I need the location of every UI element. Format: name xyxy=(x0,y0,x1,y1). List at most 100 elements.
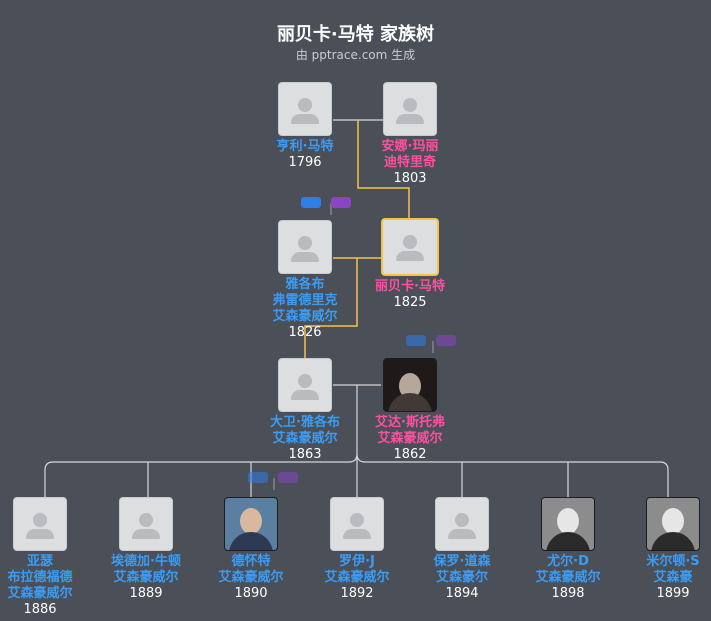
marriage-tag-g4-blue[interactable] xyxy=(248,472,268,483)
person-name-line: 艾森豪威尔 xyxy=(377,431,443,446)
person-name-line: 保罗·道森 xyxy=(433,554,491,569)
person-silhouette-icon xyxy=(291,390,319,400)
marriage-tag-g3-blue[interactable] xyxy=(406,335,426,346)
person-name-line: 亨利·马特 xyxy=(276,139,334,154)
person-name-line: 迪特里奇 xyxy=(383,155,436,170)
person-name-line: 德怀特 xyxy=(231,554,271,569)
person-silhouette-icon xyxy=(396,251,424,261)
portrait-photo xyxy=(388,393,432,411)
avatar[interactable] xyxy=(541,497,595,551)
birth-year: 1892 xyxy=(340,586,374,601)
person-name: 德怀特艾森豪威尔 xyxy=(196,554,306,586)
person-name-line: 尤尔·D xyxy=(547,554,589,569)
person-name: 亨利·马特 xyxy=(250,139,360,155)
portrait-photo xyxy=(557,508,579,534)
birth-year: 1862 xyxy=(393,447,427,462)
page-subtitle: 由 pptrace.com 生成 xyxy=(295,48,416,62)
person-silhouette-icon xyxy=(298,98,312,112)
birth-year: 1803 xyxy=(393,171,427,186)
person-name-line: 艾森豪威尔 xyxy=(535,570,601,585)
person-name-line: 艾森豪威尔 xyxy=(113,570,179,585)
portrait-photo xyxy=(399,373,421,399)
person-name-line: 雅各布 xyxy=(285,277,325,292)
person-silhouette-icon xyxy=(350,513,364,527)
person-silhouette-icon xyxy=(132,529,160,539)
person-name-line: 布拉德福德 xyxy=(7,570,73,585)
person-silhouette-icon xyxy=(139,513,153,527)
marriage-tag-g3-purple[interactable] xyxy=(436,335,456,346)
portrait-photo xyxy=(240,508,262,534)
person-name: 艾达·斯托弗艾森豪威尔 xyxy=(355,415,465,447)
birth-year: 1890 xyxy=(234,586,268,601)
person-silhouette-icon xyxy=(298,374,312,388)
person-silhouette-icon xyxy=(343,529,371,539)
marriage-tag-g4-purple[interactable] xyxy=(278,472,298,483)
person-silhouette-icon xyxy=(455,513,469,527)
avatar[interactable] xyxy=(278,358,332,412)
person-name: 雅各布弗雷德里克艾森豪威尔 xyxy=(250,277,360,325)
person-silhouette-icon xyxy=(26,529,54,539)
person-name-line: 艾森豪威尔 xyxy=(218,570,284,585)
person-name-line: 大卫·雅各布 xyxy=(270,415,340,430)
person-silhouette-icon xyxy=(33,513,47,527)
person-name-line: 罗伊·J xyxy=(339,554,375,569)
avatar[interactable] xyxy=(278,82,332,136)
person-name-line: 弗雷德里克 xyxy=(272,293,338,308)
person-name-line: 丽贝卡·马特 xyxy=(375,279,445,294)
person-name: 丽贝卡·马特 xyxy=(355,279,465,295)
portrait-photo xyxy=(546,532,590,550)
person-name: 保罗·道森艾森豪尔 xyxy=(407,554,517,586)
avatar[interactable] xyxy=(330,497,384,551)
portrait-photo xyxy=(662,508,684,534)
avatar[interactable] xyxy=(383,82,437,136)
avatar[interactable] xyxy=(224,497,278,551)
avatar[interactable] xyxy=(13,497,67,551)
avatar[interactable] xyxy=(646,497,700,551)
descent-line-g1 xyxy=(357,120,410,219)
birth-year: 1898 xyxy=(551,586,585,601)
birth-year: 1796 xyxy=(288,155,322,170)
person-name-line: 艾森豪 xyxy=(653,570,693,585)
avatar[interactable] xyxy=(381,218,439,276)
marriage-tag-g2-purple[interactable] xyxy=(331,197,351,208)
person-name-line: 米尔顿·S xyxy=(646,554,700,569)
person-silhouette-icon xyxy=(298,236,312,250)
person-name-line: 亚瑟 xyxy=(26,554,53,569)
person-name: 安娜·玛丽迪特里奇 xyxy=(355,139,465,171)
portrait-photo xyxy=(651,532,695,550)
birth-year: 1826 xyxy=(288,325,322,340)
avatar[interactable] xyxy=(278,220,332,274)
person-name-line: 埃德加·牛顿 xyxy=(111,554,181,569)
person-name-line: 艾森豪威尔 xyxy=(272,309,338,324)
person-name: 埃德加·牛顿艾森豪威尔 xyxy=(91,554,201,586)
avatar[interactable] xyxy=(383,358,437,412)
person-silhouette-icon xyxy=(448,529,476,539)
birth-year: 1889 xyxy=(129,586,163,601)
avatar[interactable] xyxy=(435,497,489,551)
avatar[interactable] xyxy=(119,497,173,551)
person-name-line: 艾森豪威尔 xyxy=(324,570,390,585)
person-name-line: 艾森豪威尔 xyxy=(7,586,73,601)
portrait-photo xyxy=(229,532,273,550)
birth-year: 1863 xyxy=(288,447,322,462)
marriage-tag-g2-blue[interactable] xyxy=(301,197,321,208)
page-title: 丽贝卡·马特 家族树 xyxy=(276,24,435,45)
person-silhouette-icon xyxy=(403,235,417,249)
birth-year: 1886 xyxy=(23,602,57,617)
